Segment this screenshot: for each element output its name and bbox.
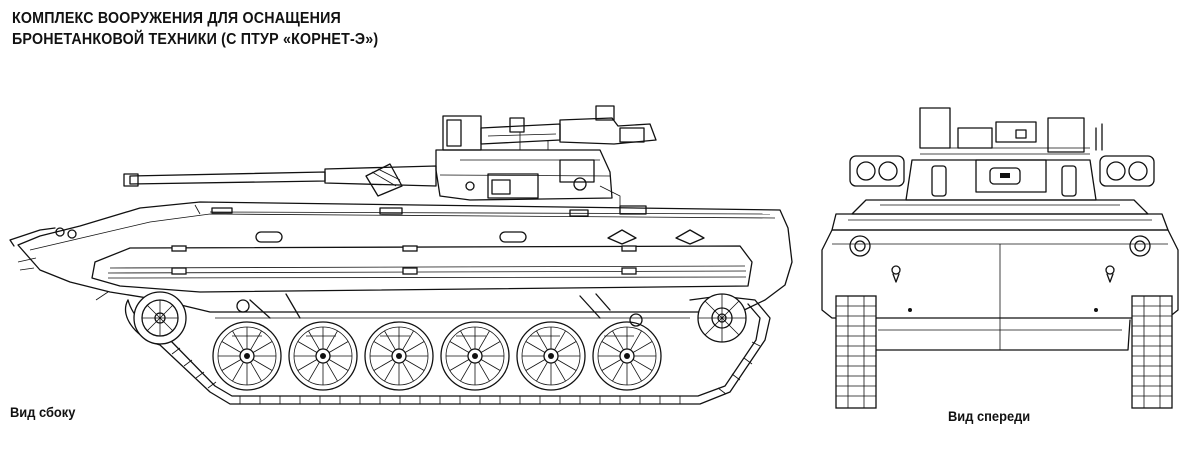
front-view (821, 107, 1179, 409)
diagram-title: КОМПЛЕКС ВООРУЖЕНИЯ ДЛЯ ОСНАЩЕНИЯ БРОНЕТ… (12, 8, 378, 50)
side-hull (9, 201, 793, 313)
road-wheel (592, 321, 662, 391)
title-line-1: КОМПЛЕКС ВООРУЖЕНИЯ ДЛЯ ОСНАЩЕНИЯ (12, 10, 341, 27)
front-view-label: Вид спереди (948, 408, 1031, 424)
road-wheel (212, 321, 282, 391)
front-left-track (835, 295, 877, 409)
side-suspension (232, 293, 643, 337)
side-idler-wheel (697, 293, 747, 343)
road-wheel (440, 321, 510, 391)
side-turret (123, 105, 657, 210)
front-turret (849, 107, 1155, 201)
road-wheel (288, 321, 358, 391)
title-line-2: БРОНЕТАНКОВОЙ ТЕХНИКИ (С ПТУР «КОРНЕТ-Э»… (12, 31, 379, 48)
road-wheel (516, 321, 586, 391)
front-right-track (1131, 295, 1173, 409)
side-view (9, 105, 793, 405)
road-wheel (364, 321, 434, 391)
side-road-wheels (212, 321, 662, 391)
side-drive-sprocket (133, 291, 187, 345)
side-view-label: Вид сбоку (10, 404, 76, 420)
